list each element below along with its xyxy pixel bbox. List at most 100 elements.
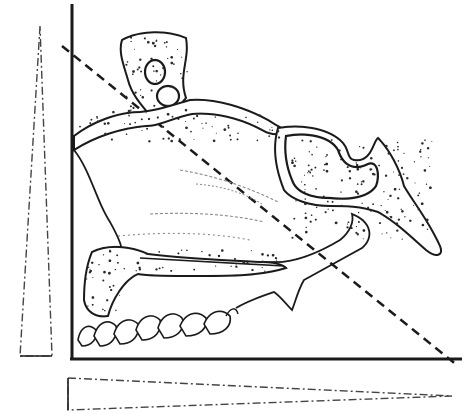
speckle-dot	[193, 269, 195, 271]
speckle-dot	[144, 37, 146, 39]
speckle-dot	[401, 209, 402, 210]
speckle-dot	[124, 123, 125, 124]
speckle-dot	[269, 129, 270, 130]
speckle-dot	[349, 177, 351, 179]
speckle-dot	[112, 111, 115, 114]
speckle-dot	[138, 66, 140, 68]
speckle-dot	[116, 254, 118, 256]
speckle-dot	[304, 184, 306, 186]
speckle-dot	[404, 216, 405, 217]
speckle-dot	[357, 183, 359, 185]
speckle-dot	[227, 125, 229, 127]
speckle-dot	[388, 199, 389, 200]
speckle-dot	[311, 154, 313, 156]
speckle-dot	[385, 145, 388, 148]
speckle-dot	[130, 105, 132, 107]
speckle-dot	[308, 164, 310, 166]
speckle-dot	[331, 139, 333, 141]
speckle-dot	[291, 159, 293, 161]
speckle-dot	[358, 212, 360, 214]
speckle-dot	[340, 159, 342, 161]
speckle-dot	[332, 201, 334, 203]
speckle-dot	[97, 118, 98, 119]
speckle-dot	[251, 250, 252, 251]
speckle-dot	[242, 261, 245, 264]
speckle-dot	[259, 114, 261, 116]
speckle-dot	[367, 207, 369, 209]
speckle-dot	[292, 181, 294, 183]
speckle-dot	[113, 285, 115, 287]
speckle-dot	[79, 126, 81, 128]
speckle-dot	[150, 58, 152, 60]
speckle-dot	[304, 202, 307, 205]
speckle-dot	[278, 136, 280, 138]
speckle-dot	[102, 279, 104, 281]
speckle-dot	[355, 190, 358, 193]
speckle-dot	[340, 191, 341, 192]
speckle-dot	[382, 233, 383, 234]
speckle-dot	[137, 262, 140, 265]
speckle-dot	[234, 258, 236, 260]
speckle-dot	[190, 131, 192, 133]
speckle-dot	[401, 167, 403, 169]
speckle-dot	[393, 171, 394, 172]
speckle-dot	[327, 201, 328, 202]
speckle-dot	[205, 122, 207, 124]
speckle-dot	[80, 130, 81, 131]
speckle-dot	[309, 151, 310, 152]
speckle-dot	[142, 96, 145, 99]
speckle-dot	[362, 180, 364, 182]
speckle-dot	[402, 239, 403, 240]
speckle-dot	[170, 56, 173, 59]
speckle-dot	[185, 121, 186, 122]
speckle-dot	[252, 125, 253, 126]
speckle-dot	[362, 147, 364, 149]
speckle-dot	[216, 133, 217, 134]
speckle-dot	[346, 226, 348, 228]
speckle-dot	[261, 253, 264, 256]
interior-contour-1	[180, 170, 278, 202]
speckle-dot	[312, 175, 313, 176]
speckle-dot	[306, 227, 307, 228]
speckle-dot	[181, 77, 183, 79]
speckle-dot	[362, 203, 363, 204]
speckle-dot	[314, 167, 316, 169]
speckle-dot	[271, 127, 272, 128]
speckle-dot	[103, 254, 104, 255]
speckle-dot	[154, 45, 156, 47]
speckle-dot	[347, 224, 348, 225]
speckle-dot	[171, 86, 173, 88]
speckle-dot	[180, 73, 181, 74]
speckle-dot	[389, 195, 391, 197]
horizontal-wedge-indicator	[68, 378, 452, 410]
speckle-dot	[305, 198, 307, 200]
speckle-dot	[90, 270, 92, 272]
speckle-dot	[170, 86, 171, 87]
speckle-dot	[420, 156, 421, 157]
speckle-dot	[294, 219, 295, 220]
sinus-inner-wall	[285, 135, 378, 199]
speckle-dot	[102, 309, 104, 311]
speckle-dot	[261, 261, 264, 264]
speckle-dot	[272, 130, 274, 132]
speckle-dot	[422, 224, 425, 227]
speckle-dot	[379, 222, 381, 224]
speckle-dot	[147, 41, 150, 44]
speckle-dot	[88, 267, 89, 268]
speckle-dot	[98, 264, 99, 265]
speckle-dot	[304, 189, 305, 190]
speckle-dot	[371, 169, 372, 170]
speckle-dot	[325, 156, 326, 157]
speckle-dot	[173, 63, 175, 65]
speckle-dot	[167, 113, 170, 116]
speckle-dot	[218, 255, 220, 257]
speckle-dot	[401, 210, 404, 213]
speckle-dot	[414, 161, 415, 162]
speckle-dot	[267, 254, 269, 256]
speckle-dot	[315, 188, 317, 190]
speckle-dot	[291, 161, 294, 164]
speckle-dot	[130, 109, 131, 110]
speckle-dot	[126, 133, 128, 135]
speckle-dot	[160, 74, 161, 75]
speckle-dot	[370, 157, 373, 160]
